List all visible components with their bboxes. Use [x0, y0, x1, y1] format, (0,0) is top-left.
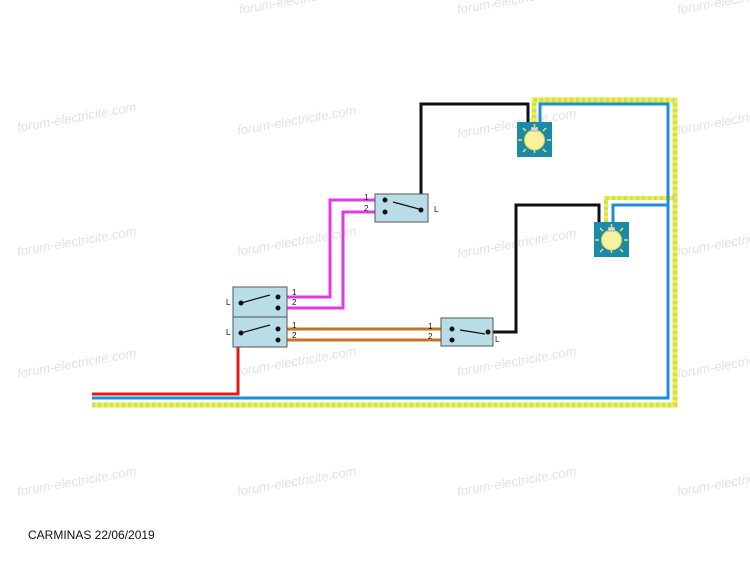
watermark-layer: forum-electricite.com forum-electricite.… [16, 0, 750, 499]
terminal-label-line: L [226, 328, 231, 337]
traveler-1a [282, 198, 385, 299]
switch-lever [459, 329, 486, 335]
watermark: forum-electricite.com [456, 105, 578, 141]
earth-wire-lamp2-dash [604, 196, 675, 226]
switch-contact [449, 337, 455, 343]
traveler-1b [282, 210, 385, 310]
travelers-circuit-2 [278, 327, 452, 342]
terminal-label-1: 1 [292, 321, 297, 330]
watermark: forum-electricite.com [16, 99, 138, 135]
switch-contact [275, 294, 281, 300]
terminal-label-line: L [495, 335, 500, 344]
neutral-wire-lamp2 [611, 203, 668, 226]
watermark: forum-electricite.com [456, 343, 578, 379]
terminal-label-2: 2 [364, 204, 369, 213]
watermark: forum-electricite.com [676, 345, 750, 381]
watermark: forum-electricite.com [676, 223, 750, 259]
switch-contact [382, 197, 388, 203]
earth-wire-main-dash [92, 97, 678, 408]
watermark: forum-electricite.com [676, 101, 750, 137]
terminal-label-line: L [226, 298, 231, 307]
terminal-label-1: 1 [364, 193, 369, 202]
switch-icon [440, 317, 494, 347]
neutral-wire-main [92, 102, 670, 400]
lamp-2 [594, 222, 629, 257]
switch-contact [382, 209, 388, 215]
watermark: forum-electricite.com [236, 343, 358, 379]
watermark: forum-electricite.com [456, 463, 578, 499]
return-wire-lamp2 [488, 203, 601, 334]
bulb-icon [518, 124, 551, 153]
switch-icon [232, 286, 288, 318]
watermark: forum-electricite.com [238, 0, 360, 17]
terminal-label-1: 1 [292, 288, 297, 297]
switch-lever [392, 201, 420, 210]
travelers-circuit-1 [282, 198, 385, 310]
watermark: forum-electricite.com [676, 0, 750, 17]
watermark: forum-electricite.com [236, 223, 358, 259]
switch-box-left: L L 1 2 1 2 [226, 286, 297, 348]
terminal-label-2: 2 [292, 331, 297, 340]
switch-contact [275, 305, 281, 311]
switch-box-top: 1 2 L [364, 193, 439, 223]
switch-lever [240, 324, 271, 334]
watermark: forum-electricite.com [236, 463, 358, 499]
bulb-icon [595, 224, 628, 253]
switch-contact [418, 207, 424, 213]
watermark: forum-electricite.com [16, 345, 138, 381]
terminal-label-1: 1 [428, 322, 433, 331]
earth-conductor [92, 97, 678, 408]
earth-wire-main [92, 97, 678, 408]
watermark: forum-electricite.com [236, 102, 358, 138]
switch-contact [275, 337, 281, 343]
watermark: forum-electricite.com [676, 463, 750, 499]
earth-wire-lamp2 [604, 196, 675, 226]
lamp-1 [517, 122, 552, 157]
signature: CARMINAS 22/06/2019 [28, 528, 155, 542]
watermark: forum-electricite.com [456, 0, 578, 17]
neutral-conductor [92, 102, 670, 400]
terminal-label-2: 2 [428, 332, 433, 341]
terminal-label-2: 2 [292, 298, 297, 307]
switch-contact [449, 326, 455, 332]
switch-lever [240, 294, 271, 304]
return-conductors [419, 102, 601, 334]
watermark: forum-electricite.com [16, 223, 138, 259]
switch-box-right: 1 2 L [428, 317, 500, 347]
switch-contact [275, 326, 281, 332]
return-wire-lamp1 [419, 102, 530, 210]
switch-contact [485, 329, 491, 335]
watermark: forum-electricite.com [16, 463, 138, 499]
terminal-label-line: L [434, 205, 439, 214]
